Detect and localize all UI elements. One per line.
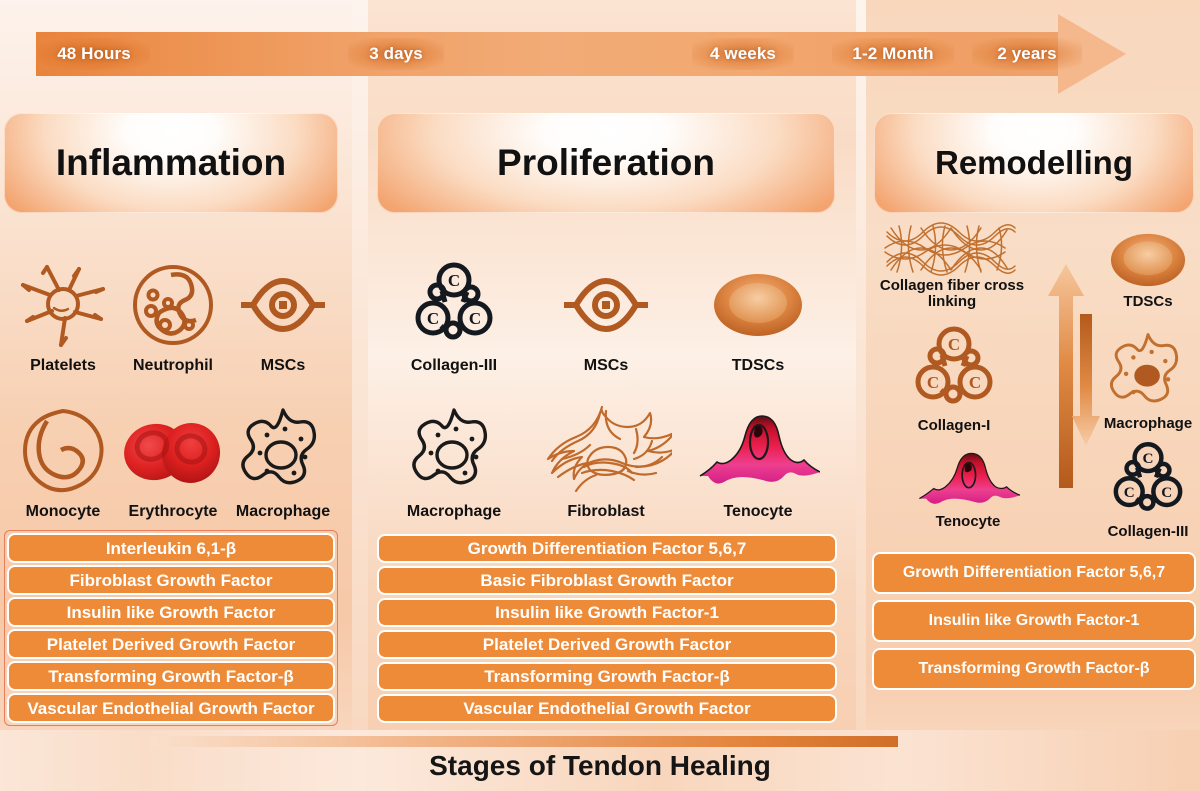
growth-factor-item: Transforming Growth Factor-β (7, 661, 335, 691)
tenocyte-icon (908, 450, 1028, 512)
growth-factor-list-inflammation: Interleukin 6,1-β Fibroblast Growth Fact… (4, 530, 338, 726)
fibroblast-icon (540, 403, 672, 499)
cell-label: Collagen-I (917, 417, 991, 434)
growth-factor-item: Interleukin 6,1-β (7, 533, 335, 563)
msc-icon (558, 257, 654, 353)
erythrocyte-icon (121, 403, 225, 499)
growth-factor-item: Vascular Endothelial Growth Factor (7, 693, 335, 723)
cell-item: Tenocyte (682, 374, 834, 520)
progression-arrow-icon (150, 736, 898, 747)
tenocyte-icon (696, 403, 820, 499)
cell-label: Collagen fiber cross linking (879, 277, 1025, 311)
growth-factor-list-proliferation: Growth Differentiation Factor 5,6,7 Basi… (377, 534, 837, 723)
cell-label: Macrophage (235, 502, 331, 520)
growth-factor-item: Basic Fibroblast Growth Factor (377, 566, 837, 595)
timeline-chip-2: 4 weeks (692, 38, 794, 70)
macrophage-icon (408, 403, 500, 499)
cell-item: Tenocyte (906, 450, 1030, 530)
cell-grid-inflammation: Platelets Neutrophil (8, 228, 338, 520)
tdsc-icon (710, 257, 806, 353)
growth-factor-item: Transforming Growth Factor-β (377, 662, 837, 691)
phase-header-inflammation: Inflammation (4, 113, 338, 213)
svg-text:C: C (948, 335, 960, 354)
svg-text:C: C (448, 271, 460, 290)
panel-divider-1 (352, 0, 368, 791)
cell-label: Platelets (30, 356, 96, 374)
cell-label: Macrophage (1103, 415, 1193, 432)
downward-trend-arrow (1070, 312, 1102, 453)
growth-factor-item: Growth Differentiation Factor 5,6,7 (872, 552, 1196, 594)
timeline-chip-4: 2 years (972, 38, 1082, 70)
cell-label: TDSCs (1123, 293, 1173, 310)
cell-item: Fibroblast (530, 374, 682, 520)
cell-item: Platelets (8, 228, 118, 374)
cell-item: Collagen fiber cross linking (876, 222, 1028, 310)
svg-text:C: C (1143, 450, 1154, 467)
macrophage-icon (1106, 330, 1190, 414)
collagen-fiber-crosslink-icon (881, 222, 1023, 276)
growth-factor-list-remodelling: Growth Differentiation Factor 5,6,7 Insu… (872, 552, 1196, 690)
growth-factor-item: Fibroblast Growth Factor (7, 565, 335, 595)
growth-factor-item: Insulin like Growth Factor (7, 597, 335, 627)
upward-trend-arrow (1046, 262, 1086, 495)
macrophage-icon (237, 403, 329, 499)
cell-item: Erythrocyte (118, 374, 228, 520)
phase-header-remodelling: Remodelling (874, 113, 1194, 213)
timeline-chip-1: 3 days (348, 38, 444, 70)
svg-text:C: C (1161, 484, 1172, 501)
growth-factor-item: Vascular Endothelial Growth Factor (377, 694, 837, 723)
cell-item: Macrophage (1094, 330, 1200, 432)
neutrophil-icon (127, 257, 219, 353)
svg-text:C: C (969, 373, 981, 392)
phase-header-proliferation: Proliferation (377, 113, 835, 213)
cell-label: Collagen-III (410, 356, 498, 374)
svg-text:C: C (427, 309, 439, 328)
cell-label: Monocyte (25, 502, 101, 520)
growth-factor-item: Platelet Derived Growth Factor (377, 630, 837, 659)
cell-label: Tenocyte (935, 513, 1001, 530)
tdsc-icon (1107, 228, 1189, 292)
cell-item: Monocyte (8, 374, 118, 520)
cell-item: MSCs (530, 228, 682, 374)
timeline-chip-0: 48 Hours (38, 38, 150, 70)
svg-text:C: C (469, 309, 481, 328)
svg-text:C: C (927, 373, 939, 392)
cell-item: Macrophage (378, 374, 530, 520)
cell-label: Neutrophil (133, 356, 213, 374)
growth-factor-item: Transforming Growth Factor-β (872, 648, 1196, 690)
figure-caption: Stages of Tendon Healing (429, 750, 771, 781)
cell-item: TDSCs (1096, 228, 1200, 310)
msc-icon (235, 257, 331, 353)
platelet-icon (17, 257, 109, 353)
cell-label: Collagen-III (1107, 523, 1189, 540)
growth-factor-item: Growth Differentiation Factor 5,6,7 (377, 534, 837, 563)
cell-item: Macrophage (228, 374, 338, 520)
growth-factor-item: Insulin like Growth Factor-1 (872, 600, 1196, 642)
cell-label: Macrophage (406, 502, 502, 520)
cell-item: Neutrophil (118, 228, 228, 374)
svg-text:C: C (1124, 484, 1135, 501)
cell-item: MSCs (228, 228, 338, 374)
timeline-chip-3: 1-2 Month (832, 38, 954, 70)
cell-label: Erythrocyte (128, 502, 218, 520)
growth-factor-item: Insulin like Growth Factor-1 (377, 598, 837, 627)
cell-item: TDSCs (682, 228, 834, 374)
monocyte-icon (17, 403, 109, 499)
panel-divider-2 (856, 0, 866, 791)
cell-label: MSCs (583, 356, 629, 374)
cell-label: TDSCs (731, 356, 785, 374)
growth-factor-item: Platelet Derived Growth Factor (7, 629, 335, 659)
cell-label: Tenocyte (723, 502, 793, 520)
cell-label: MSCs (260, 356, 306, 374)
cell-label: Fibroblast (567, 502, 645, 520)
healing-timeline: 48 Hours 3 days 4 weeks 1-2 Month 2 year… (36, 14, 1126, 94)
